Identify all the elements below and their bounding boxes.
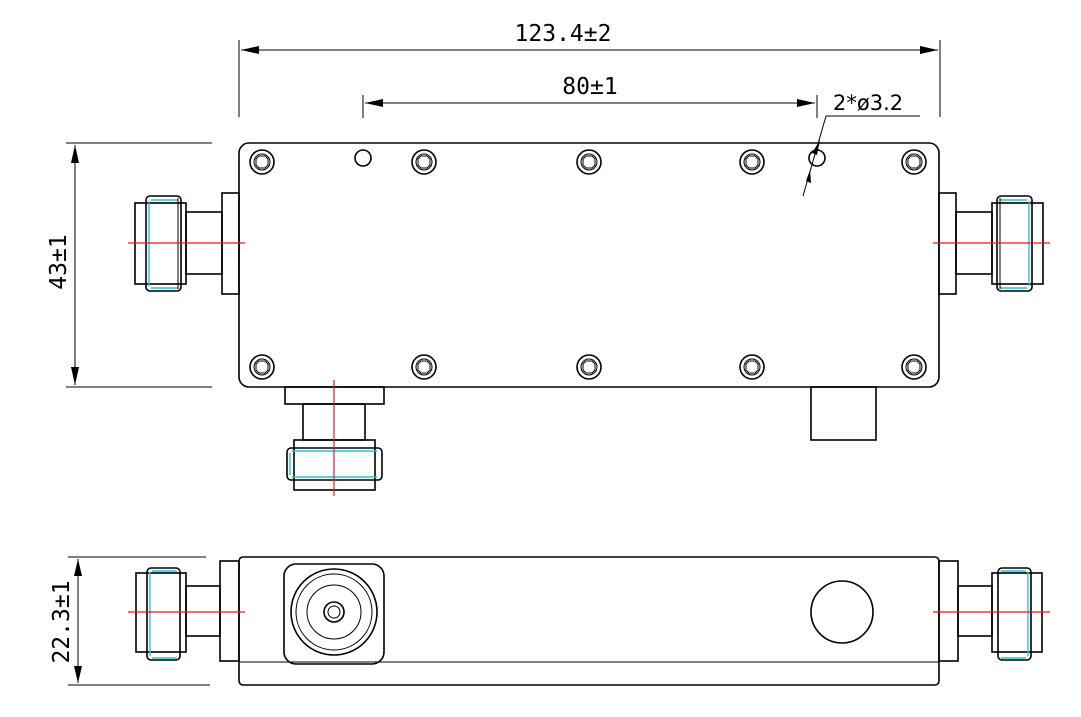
left-connector xyxy=(128,192,245,295)
mounting-hole-left xyxy=(354,149,372,167)
mounting-hole-label: 2*ø3.2 xyxy=(833,91,903,115)
housing-side-body xyxy=(238,556,940,686)
body-height-label: 22.3±1 xyxy=(49,580,75,663)
screw-icon xyxy=(411,354,437,380)
overall-length-dimension: 123.4±2 xyxy=(238,21,941,117)
body-width-dimension: 43±1 xyxy=(46,142,212,388)
top-view: 123.4±2 80±1 2*ø3.2 43±1 xyxy=(46,21,1050,496)
screw-icon xyxy=(576,149,602,175)
body-width-label: 43±1 xyxy=(46,234,72,289)
screw-icon xyxy=(901,354,927,380)
screw-icon xyxy=(739,354,765,380)
left-connector-side xyxy=(128,560,245,662)
termination-block xyxy=(810,386,877,441)
screw-icon xyxy=(901,149,927,175)
overall-length-label: 123.4±2 xyxy=(515,21,612,47)
mounting-hole-right xyxy=(808,149,826,167)
screw-icon xyxy=(411,149,437,175)
hole-spacing-label: 80±1 xyxy=(562,74,617,100)
right-connector xyxy=(933,192,1050,295)
screw-icon xyxy=(249,354,275,380)
termination-cap xyxy=(810,580,874,644)
coupled-port-face xyxy=(283,563,385,665)
right-connector-side xyxy=(933,560,1050,662)
body-height-dimension: 22.3±1 xyxy=(49,556,210,686)
side-view: 22.3±1 xyxy=(49,556,1050,686)
screw-icon xyxy=(249,149,275,175)
coupled-port-connector xyxy=(284,380,385,496)
hole-spacing-dimension: 80±1 xyxy=(362,74,818,118)
housing-body xyxy=(238,142,940,388)
screw-icon xyxy=(576,354,602,380)
screw-icon xyxy=(739,149,765,175)
housing-screws xyxy=(249,149,927,380)
